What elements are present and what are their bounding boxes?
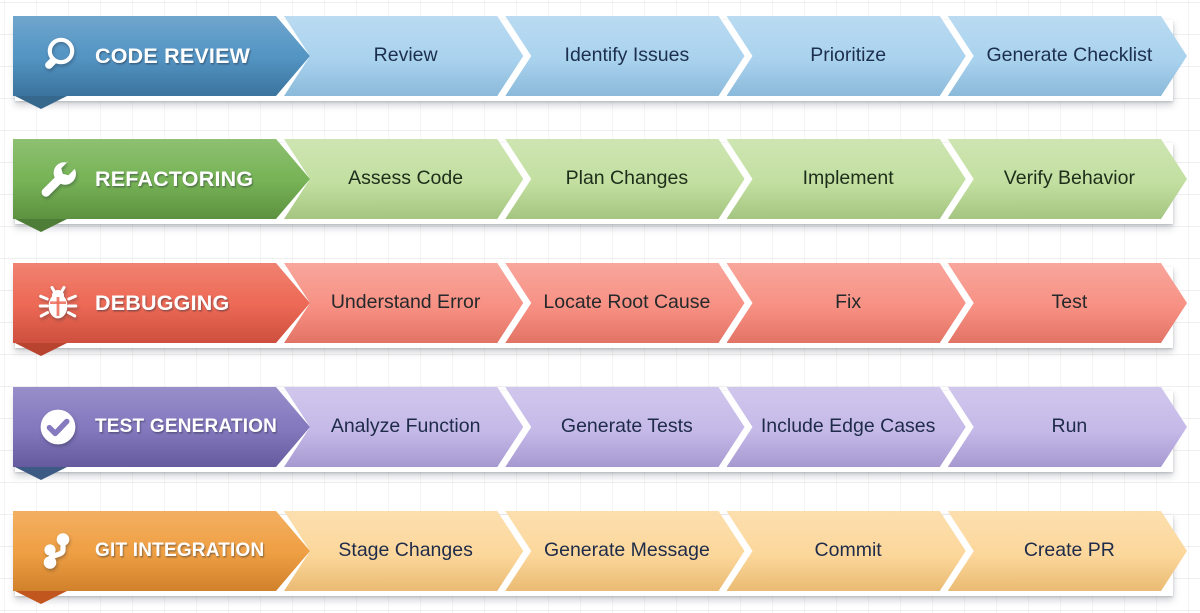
ribbon-fold (13, 466, 69, 480)
step-label: Stage Changes (338, 539, 473, 562)
step-label: Commit (814, 539, 882, 562)
step-chevron-refactoring-2[interactable]: Plan Changes (505, 139, 744, 219)
wrench-icon (35, 156, 81, 202)
step-chevron-test-generation-4[interactable]: Run (948, 387, 1187, 467)
step-chevron-debugging-4[interactable]: Test (948, 263, 1187, 343)
step-chevron-test-generation-1[interactable]: Analyze Function (284, 387, 523, 467)
check-circle-icon (35, 404, 81, 450)
step-label: Understand Error (330, 291, 481, 314)
step-label: Identify Issues (564, 44, 690, 67)
step-chevron-git-integration-4[interactable]: Create PR (948, 511, 1187, 591)
step-label: Plan Changes (565, 167, 689, 190)
step-chevron-git-integration-2[interactable]: Generate Message (505, 511, 744, 591)
step-chevron-code-review-1[interactable]: Review (284, 16, 523, 96)
row-steps-refactoring: Assess Code Plan Changes Implement Verify B… (284, 139, 1187, 219)
step-label: Create PR (1023, 539, 1115, 562)
process-row-test-generation: TEST GENERATION Analyze Function Generate … (13, 387, 1187, 480)
row-label-text: DEBUGGING (95, 290, 230, 315)
ribbon-fold (13, 95, 69, 109)
step-chevron-git-integration-3[interactable]: Commit (727, 511, 966, 591)
step-chevron-refactoring-3[interactable]: Implement (727, 139, 966, 219)
process-row-git-integration: GIT INTEGRATION Stage Changes Generate Mes… (13, 511, 1187, 604)
ribbon-fold (13, 342, 69, 356)
row-label-text: TEST GENERATION (95, 416, 278, 437)
step-label: Locate Root Cause (543, 291, 711, 314)
process-row-refactoring: REFACTORING Assess Code Plan Changes Implem… (13, 139, 1187, 232)
step-label: Analyze Function (330, 415, 481, 438)
bug-icon (35, 280, 81, 326)
step-chevron-code-review-2[interactable]: Identify Issues (505, 16, 744, 96)
step-chevron-code-review-4[interactable]: Generate Checklist (948, 16, 1187, 96)
step-chevron-refactoring-1[interactable]: Assess Code (284, 139, 523, 219)
row-label-text: CODE REVIEW (95, 43, 251, 68)
step-label: Include Edge Cases (760, 415, 936, 438)
row-label-banner-code-review[interactable]: CODE REVIEW (13, 16, 310, 96)
ribbon-fold (13, 590, 69, 604)
step-chevron-debugging-1[interactable]: Understand Error (284, 263, 523, 343)
step-chevron-test-generation-3[interactable]: Include Edge Cases (727, 387, 966, 467)
row-steps-code-review: Review Identify Issues Prioritize Generate … (284, 16, 1187, 96)
git-branch-icon (35, 528, 81, 574)
row-label-text: GIT INTEGRATION (95, 540, 265, 561)
step-chevron-test-generation-2[interactable]: Generate Tests (505, 387, 744, 467)
row-steps-test-generation: Analyze Function Generate Tests Include Ed… (284, 387, 1187, 467)
process-row-debugging: DEBUGGING Understand Error Locate Root Cau… (13, 263, 1187, 356)
step-label: Implement (802, 167, 894, 190)
step-label: Prioritize (810, 44, 887, 67)
step-label: Assess Code (348, 167, 464, 190)
step-label: Run (1051, 415, 1088, 438)
step-label: Generate Checklist (986, 44, 1153, 67)
step-label: Verify Behavior (1003, 167, 1135, 190)
step-chevron-git-integration-1[interactable]: Stage Changes (284, 511, 523, 591)
step-chevron-code-review-3[interactable]: Prioritize (727, 16, 966, 96)
step-label: Test (1051, 291, 1088, 314)
process-row-code-review: CODE REVIEW Review Identify Issues Prioriti… (13, 16, 1187, 109)
row-steps-debugging: Understand Error Locate Root Cause Fix Test (284, 263, 1187, 343)
row-label-banner-git-integration[interactable]: GIT INTEGRATION (13, 511, 310, 591)
step-label: Review (373, 44, 438, 67)
step-chevron-debugging-3[interactable]: Fix (727, 263, 966, 343)
step-label: Fix (835, 291, 862, 314)
row-label-banner-test-generation[interactable]: TEST GENERATION (13, 387, 310, 467)
ribbon-fold (13, 218, 69, 232)
magnifier-icon (35, 33, 81, 79)
step-label: Generate Message (543, 539, 710, 562)
row-label-text: REFACTORING (95, 166, 254, 191)
row-label-banner-debugging[interactable]: DEBUGGING (13, 263, 310, 343)
row-steps-git-integration: Stage Changes Generate Message Commit Creat… (284, 511, 1187, 591)
step-label: Generate Tests (560, 415, 693, 438)
row-label-banner-refactoring[interactable]: REFACTORING (13, 139, 310, 219)
step-chevron-debugging-2[interactable]: Locate Root Cause (505, 263, 744, 343)
step-chevron-refactoring-4[interactable]: Verify Behavior (948, 139, 1187, 219)
